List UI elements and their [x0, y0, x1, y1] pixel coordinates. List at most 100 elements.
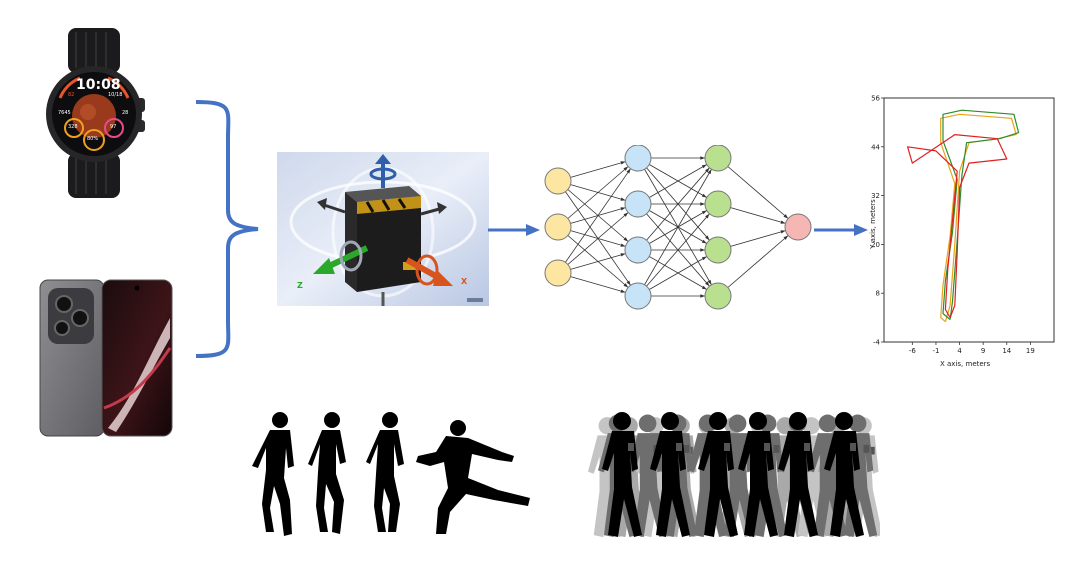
- x-axis-label: X axis, meters: [940, 360, 991, 368]
- connection-arrowhead: [623, 237, 629, 242]
- network-connection: [557, 166, 629, 228]
- connection-arrowhead: [783, 214, 789, 219]
- network-connection: [637, 167, 710, 251]
- network-node: [624, 190, 652, 218]
- runner-4: [416, 420, 530, 534]
- watch-left-value: 82: [68, 92, 75, 98]
- connection-arrowhead: [701, 210, 707, 215]
- connection-arrowhead: [700, 248, 705, 252]
- connection-arrowhead: [620, 243, 626, 247]
- connection-arrowhead: [701, 239, 707, 244]
- connection-arrowhead: [705, 213, 710, 219]
- connection-arrowhead: [626, 280, 631, 286]
- network-node: [624, 282, 652, 310]
- y-axis-label: Y axis, meters: [868, 199, 877, 249]
- connection-arrowhead: [705, 281, 710, 287]
- x-tick-label: 4: [957, 347, 962, 355]
- connection-arrowhead: [700, 156, 705, 160]
- connection-arrowhead: [701, 285, 707, 290]
- connection-arrowhead: [780, 220, 786, 224]
- arrow-to-network: [488, 222, 540, 238]
- network-node: [704, 282, 732, 310]
- network-connection: [637, 203, 710, 287]
- connection-arrowhead: [620, 197, 626, 201]
- watch-time: 10:08: [76, 77, 121, 93]
- runners-silhouettes: [240, 408, 535, 540]
- connection-arrowhead: [620, 289, 626, 293]
- connection-arrowhead: [705, 167, 710, 173]
- y-tick-label: -4: [873, 339, 881, 347]
- connection-arrowhead: [623, 166, 629, 171]
- network-connection: [637, 213, 710, 297]
- connection-arrowhead: [620, 253, 626, 257]
- pedestrian-silhouette-front: [698, 412, 738, 537]
- x-tick-label: 14: [1002, 347, 1011, 355]
- network-connection: [557, 180, 629, 242]
- network-node: [704, 190, 732, 218]
- connection-arrowhead: [623, 212, 629, 217]
- runner-2: [308, 412, 346, 534]
- y-tick-label: 32: [871, 192, 880, 200]
- connection-arrowhead: [780, 230, 786, 234]
- connection-arrowhead: [705, 235, 710, 241]
- network-connection: [637, 157, 712, 285]
- pedestrian-silhouette-front: [602, 412, 642, 537]
- network-connection: [637, 169, 712, 297]
- connection-arrowhead: [700, 202, 705, 206]
- trajectory-chart: -6 -1 4 9 14 19 56 44 32 20 8 -4: [871, 95, 1055, 355]
- imu-orientation-image: Z X: [277, 152, 489, 306]
- watch-steps: 7645: [58, 110, 71, 116]
- trajectory-series: [940, 113, 1017, 323]
- network-connection: [717, 157, 789, 219]
- axis-z-label: Z: [297, 281, 303, 290]
- trajectory-series: [906, 133, 1008, 318]
- connection-arrowhead: [701, 193, 707, 198]
- connection-arrowhead: [783, 235, 789, 240]
- network-connection: [717, 235, 789, 297]
- watch-battery: 80%: [87, 136, 99, 142]
- network-node: [544, 259, 572, 287]
- network-connection: [557, 168, 631, 274]
- arrow-to-trajectory: [814, 222, 868, 238]
- connection-arrowhead: [700, 294, 705, 298]
- x-tick-label: 19: [1026, 347, 1035, 355]
- network-connection: [557, 226, 629, 288]
- pedestrians-silhouettes: [588, 405, 880, 539]
- network-node: [704, 145, 732, 172]
- x-tick-label: -1: [932, 347, 939, 355]
- smartphone-image: [38, 278, 174, 438]
- pedestrian-silhouette-front: [778, 412, 818, 537]
- y-tick-label: 56: [871, 95, 880, 103]
- connection-arrowhead: [707, 279, 712, 285]
- connection-arrowhead: [701, 256, 707, 261]
- network-node: [624, 145, 652, 172]
- connection-arrowhead: [707, 169, 712, 175]
- axis-x-label: X: [461, 277, 468, 286]
- connection-arrowhead: [623, 283, 629, 288]
- watch-calories: 328: [68, 124, 78, 130]
- network-node: [704, 236, 732, 264]
- network-node: [784, 213, 812, 241]
- pedestrian-silhouette-front: [738, 412, 778, 537]
- watch-heart-rate: 97: [110, 124, 117, 130]
- neural-network-graph: [544, 145, 812, 310]
- neural-network: [540, 145, 820, 310]
- network-connection: [557, 212, 629, 274]
- connection-arrowhead: [701, 164, 707, 169]
- network-connection: [637, 157, 710, 241]
- y-tick-label: 8: [876, 290, 880, 298]
- smartwatch-image: 10:08 10/18 82 7645 28 328 97 80%: [40, 28, 148, 198]
- connection-arrowhead: [626, 168, 631, 174]
- connection-arrowhead: [620, 161, 626, 165]
- runner-3: [366, 412, 404, 532]
- connection-arrowhead: [620, 207, 626, 211]
- x-tick-label: 9: [981, 347, 985, 355]
- network-connection: [557, 180, 631, 286]
- network-node: [544, 213, 572, 241]
- watch-right-value: 28: [122, 110, 129, 116]
- y-tick-label: 44: [871, 143, 880, 151]
- x-tick-label: -6: [909, 347, 917, 355]
- watch-date: 10/18: [108, 92, 123, 98]
- y-tick-label: 20: [871, 241, 880, 249]
- pedestrian-silhouette-front: [824, 412, 864, 537]
